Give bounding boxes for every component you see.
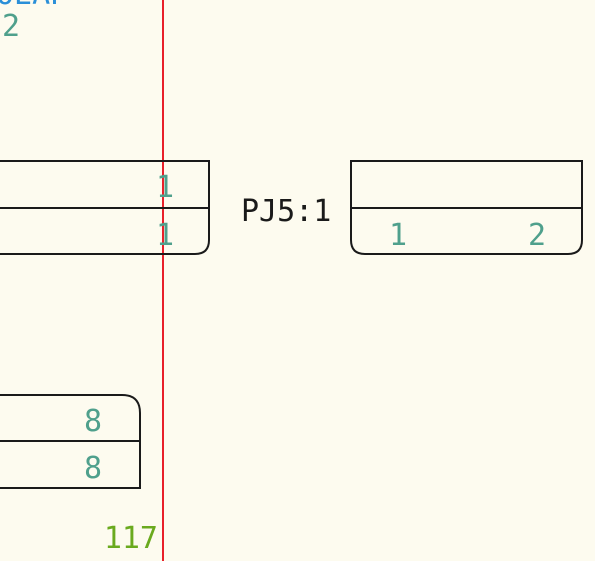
connector-left-bottom-pin-upper: 8 [84,404,102,439]
connector-pj5-pin-right: 2 [528,218,546,253]
connector-left-top-pin-upper: 1 [156,170,174,205]
top-number-label: 2 [2,9,20,44]
connector-pj5[interactable]: 1 2 [351,161,582,254]
connector-left-bottom-pin-lower: 8 [84,451,102,486]
wire-number-label: 117 [104,521,158,556]
connector-left-top-pin-lower: 1 [156,218,174,253]
connector-pj5-pin-left: 1 [389,218,407,253]
connector-left-bottom[interactable]: 8 8 [0,395,140,488]
connector-left-top[interactable]: 1 1 [0,161,209,254]
connector-pj5-label: PJ5:1 [241,194,331,229]
